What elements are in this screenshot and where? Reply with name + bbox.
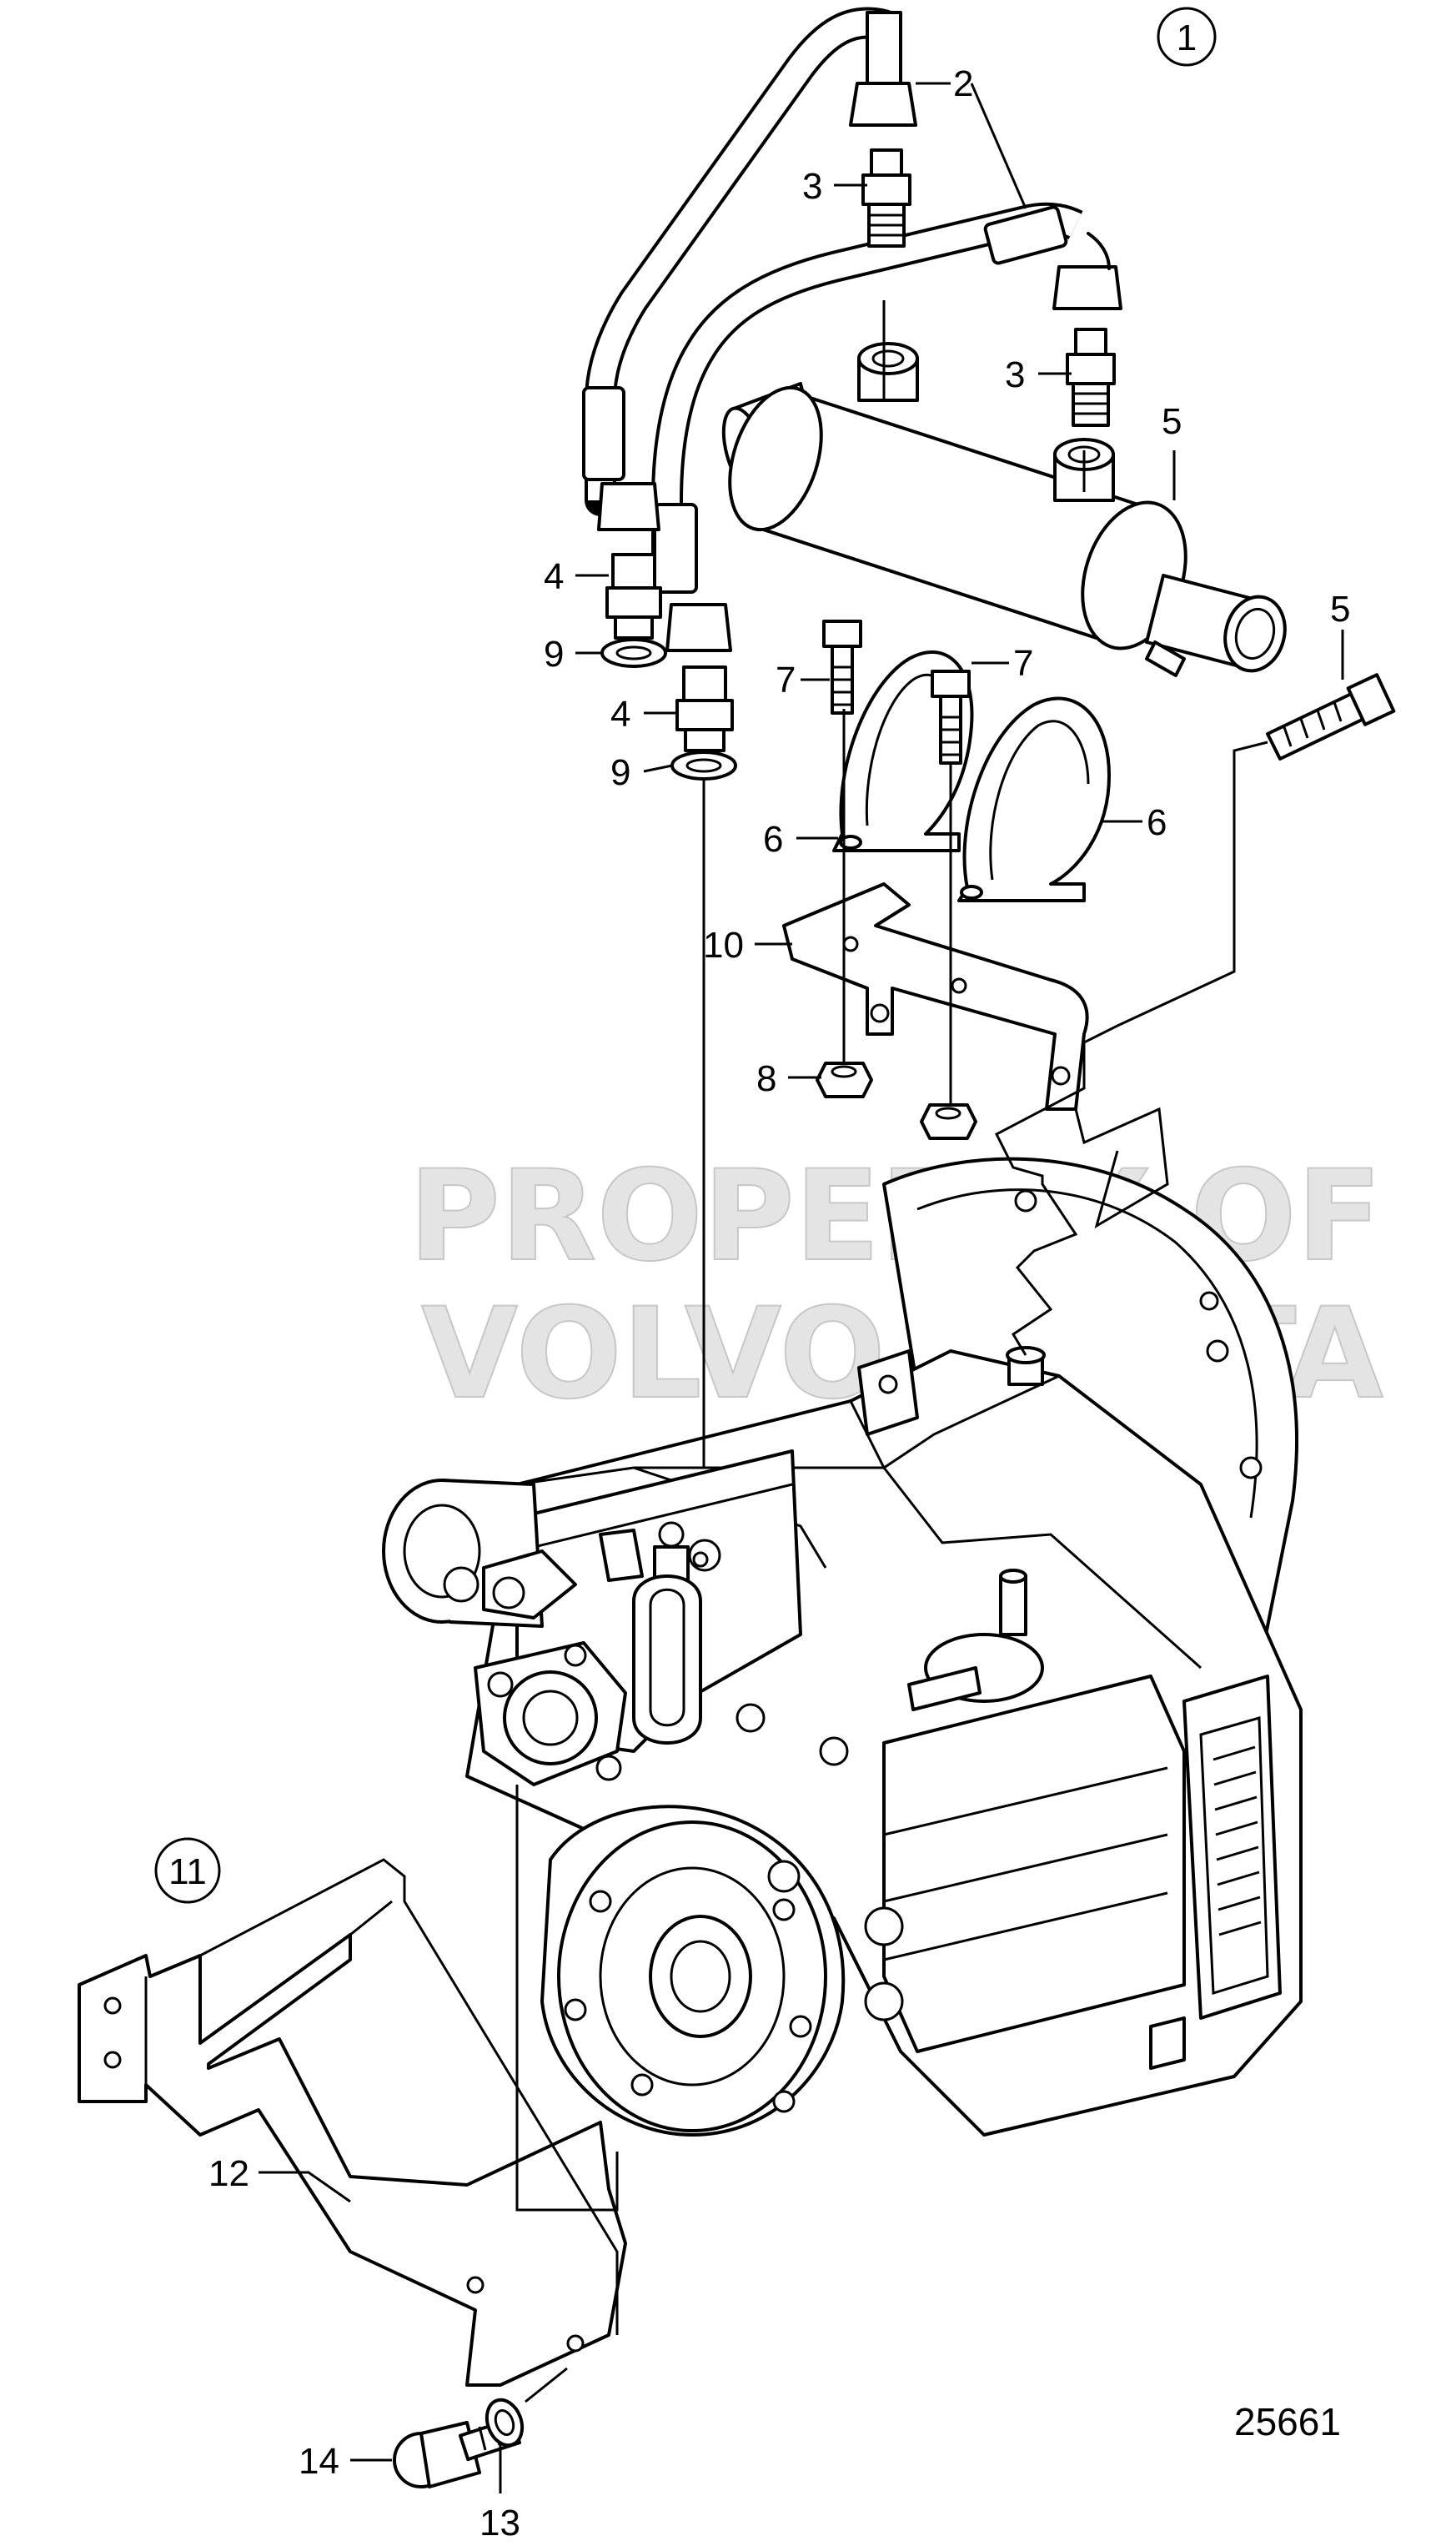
gearbox bbox=[382, 1157, 1303, 2137]
reference-number: 25661 bbox=[1234, 2400, 1341, 2443]
callout-8: 8 bbox=[756, 1058, 776, 1099]
callout-4b: 4 bbox=[610, 694, 630, 735]
nuts-8 bbox=[816, 1062, 977, 1140]
callout-5a: 5 bbox=[1162, 401, 1182, 442]
screw-7a-head bbox=[822, 620, 862, 648]
nipple-fitting-3a bbox=[861, 148, 911, 248]
nipple-fitting-3b bbox=[1066, 328, 1116, 427]
callout-7b: 7 bbox=[1013, 643, 1033, 684]
callout-2: 2 bbox=[953, 63, 973, 104]
callout-6b: 6 bbox=[1147, 802, 1167, 843]
callout-3a: 3 bbox=[802, 166, 822, 207]
hose-assembly bbox=[582, 7, 1122, 652]
group-label-1: 1 bbox=[1177, 18, 1197, 58]
callout-10: 10 bbox=[703, 925, 744, 966]
oil-cooler bbox=[721, 342, 1287, 677]
group-label-11: 11 bbox=[168, 1851, 207, 1892]
assembly-lines bbox=[515, 300, 1268, 2403]
hose-nut-top-right bbox=[1052, 265, 1122, 310]
callout-4a: 4 bbox=[544, 556, 564, 597]
callouts: 1 11 2 3 3 5 4 9 4 9 7 7 5 bbox=[154, 7, 1350, 2543]
callout-6a: 6 bbox=[763, 819, 783, 860]
screw-5 bbox=[1266, 673, 1396, 761]
bracket-10 bbox=[782, 882, 1089, 1111]
screw-7b-head bbox=[931, 670, 971, 698]
callout-13: 13 bbox=[479, 2503, 520, 2543]
screws-7 bbox=[822, 620, 971, 765]
fittings bbox=[600, 148, 1116, 781]
callout-12: 12 bbox=[208, 2153, 249, 2194]
callout-9a: 9 bbox=[544, 634, 564, 675]
bracket-12 bbox=[78, 1858, 627, 2387]
callout-7a: 7 bbox=[776, 660, 796, 701]
callout-5b: 5 bbox=[1330, 589, 1350, 630]
nipple-fitting-4a bbox=[605, 553, 662, 640]
nipple-fitting-4b bbox=[675, 665, 734, 752]
callout-14: 14 bbox=[299, 2441, 339, 2482]
clamps bbox=[832, 650, 1111, 902]
hose-nut-2 bbox=[849, 82, 917, 127]
callout-3b: 3 bbox=[1005, 354, 1025, 395]
callout-9b: 9 bbox=[610, 752, 630, 793]
washer-13 bbox=[484, 2398, 525, 2448]
